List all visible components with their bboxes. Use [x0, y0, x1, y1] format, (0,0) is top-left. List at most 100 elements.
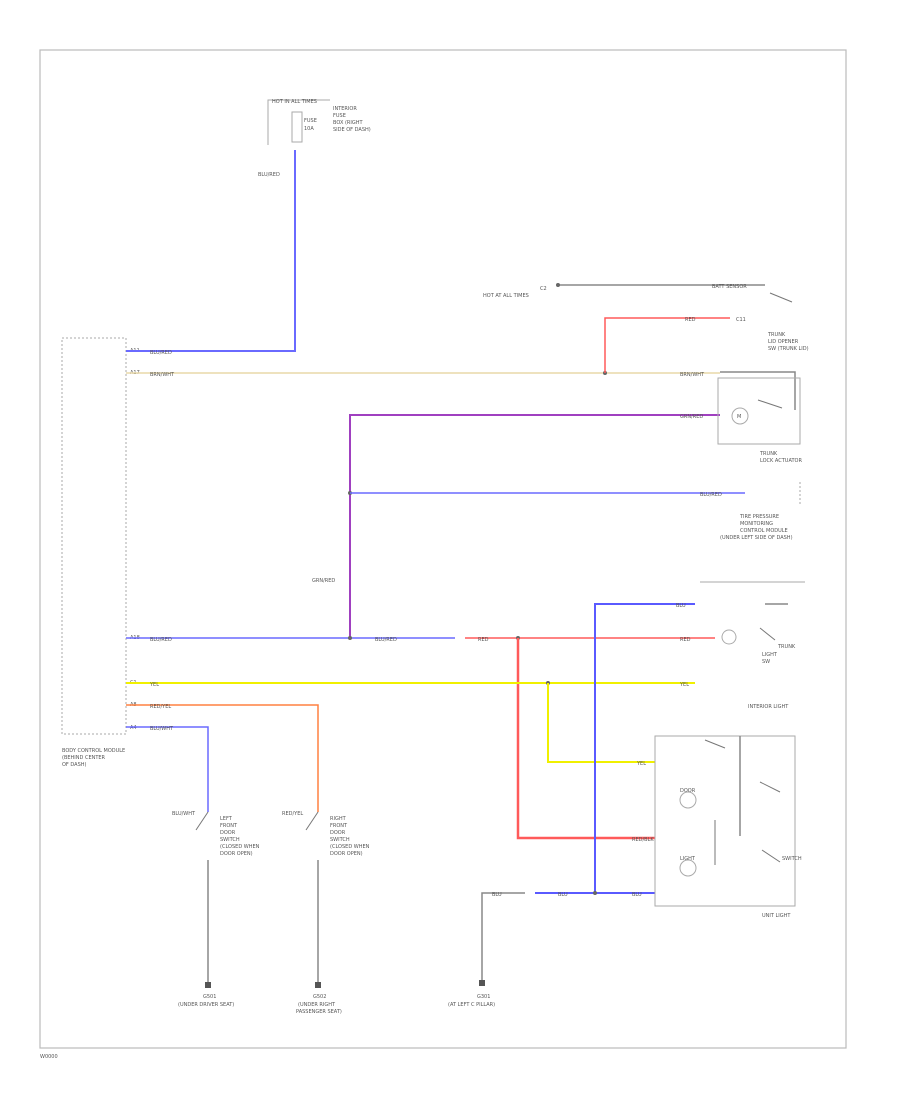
hot-feed-dot — [556, 283, 560, 287]
g301-id: G301 — [477, 994, 490, 1000]
trunk-lock-motor-icon — [731, 407, 749, 425]
wire-blu-red — [126, 150, 296, 352]
trunk-lock-actuator: M TRUNK LOCK ACTUATOR — [717, 371, 802, 464]
trunk-lock-label-1: TRUNK — [759, 451, 778, 457]
wire-blu-wht — [126, 726, 209, 812]
wire-label-blu-bottom: BLU — [558, 892, 568, 898]
sw2-desc-6: DOOR OPEN) — [330, 851, 363, 857]
g301-desc: (AT LEFT C PILLAR) — [448, 1002, 495, 1008]
batt-pin: C11 — [736, 317, 746, 323]
interior-light-switch-1 — [704, 739, 726, 749]
wire-red-down — [516, 638, 655, 840]
trunk-lock-contact — [757, 399, 783, 409]
sw2-desc-2: FRONT — [330, 823, 348, 829]
splice-blu — [593, 891, 597, 895]
sw1-contact — [195, 811, 209, 831]
fuse-desc-1: INTERIOR — [333, 106, 357, 112]
wire-label-grn-red: GRN/RED — [680, 414, 703, 420]
g501-desc: (UNDER DRIVER SEAT) — [178, 1002, 234, 1008]
trunk-lid-opener-3: SW (TRUNK LID) — [768, 346, 809, 352]
wire-blu-vertical — [594, 603, 695, 893]
trunk-light-label-3: SW — [762, 659, 770, 665]
g502-desc-2: PASSENGER SEAT) — [296, 1009, 342, 1015]
fuse-label-1: FUSE — [304, 118, 317, 124]
sw2-ground-symbol — [315, 982, 321, 988]
interior-light-unit: DOOR LIGHT SWITCH UNIT LIGHT — [654, 735, 802, 919]
tpms-label-2: MONITORING — [740, 521, 773, 527]
interior-light-label: INTERIOR LIGHT — [748, 704, 789, 710]
wire-label-red-mid-2: RED — [680, 637, 691, 643]
wire-label-blu-tpms: BLU/RED — [700, 492, 722, 498]
wire-label-yel-1: YEL — [149, 682, 159, 688]
trunk-opener-switch — [769, 292, 793, 303]
bcm-label-2: (BEHIND CENTER — [62, 755, 106, 761]
sw1-ground-symbol — [205, 982, 211, 988]
trunk-light-contact — [759, 627, 776, 641]
sw2-desc-3: DOOR — [330, 830, 346, 836]
wire-label-yel-3: YEL — [636, 761, 646, 767]
top-pin: C2 — [540, 286, 547, 292]
sw1-desc-4: SWITCH — [220, 837, 240, 843]
wire-label-red-top: RED — [685, 317, 696, 323]
sw2-desc-4: SWITCH — [330, 837, 350, 843]
fuse-desc-2: FUSE — [333, 113, 346, 119]
g301-ground-symbol — [479, 980, 485, 986]
wire-ground-g301 — [481, 892, 525, 982]
fuse-desc-4: SIDE OF DASH) — [333, 127, 371, 133]
sw2-wire-label: RED/YEL — [282, 811, 303, 817]
fuse-symbol — [291, 111, 303, 143]
wire-label-blu-mid-2: BLU/RED — [375, 637, 397, 643]
footer-code: W0000 — [40, 1054, 58, 1060]
sw2-desc-1: RIGHT — [330, 816, 347, 822]
fuse-box-outline — [267, 99, 330, 145]
left-front-door-switch: BLU/WHT LEFT FRONT DOOR SWITCH (CLOSED W… — [172, 811, 260, 1008]
lamp-label-2: LIGHT — [680, 856, 696, 862]
sw2-desc-5: (CLOSED WHEN — [330, 844, 370, 850]
g501-id: G501 — [203, 994, 216, 1000]
g502-desc-1: (UNDER RIGHT — [298, 1002, 336, 1008]
tpms-label-3: CONTROL MODULE — [740, 528, 788, 534]
bcm-pin-6: A4 — [130, 725, 137, 731]
tpms-label-4: (UNDER LEFT SIDE OF DASH) — [720, 535, 793, 541]
trunk-light-label-2: LIGHT — [762, 652, 778, 658]
g301-ground: G301 (AT LEFT C PILLAR) — [448, 980, 495, 1008]
wire-label-blk-g301: BLU — [492, 892, 502, 898]
wire-grn-red — [349, 414, 720, 638]
hot-at-all-times: HOT AT ALL TIMES — [483, 293, 529, 299]
trunk-lid-opener-1: TRUNK — [767, 332, 786, 338]
tpms-label-1: TIRE PRESSURE — [739, 514, 779, 520]
interior-light-box — [654, 735, 796, 907]
top-fuse-block: HOT IN ALL TIMES FUSE 10A INTERIOR FUSE … — [267, 99, 371, 145]
trunk-lock-label-2: LOCK ACTUATOR — [760, 458, 802, 464]
interior-light-switch-3 — [761, 849, 781, 863]
trunk-lock-motor-glyph: M — [737, 414, 741, 420]
wire-yel-down — [547, 683, 655, 763]
sw2-contact — [305, 811, 319, 831]
splice-blu-mid — [348, 636, 352, 640]
bcm-label-3: OF DASH) — [62, 762, 87, 768]
lamp-label-1: DOOR — [680, 788, 696, 794]
wire-label-brn-wht-bcm: BRN/WHT — [150, 372, 175, 378]
sw1-desc-6: DOOR OPEN) — [220, 851, 253, 857]
unit-light-label: UNIT LIGHT — [762, 913, 791, 919]
hot-feed: HOT AT ALL TIMES C2 BATT SENSOR C11 TRUN… — [483, 283, 809, 352]
wire-label-brn-wht-right: BRN/WHT — [680, 372, 705, 378]
wire-label-grn-red-vertical: GRN/RED — [312, 578, 335, 584]
trunk-light-lamp-icon — [721, 629, 737, 645]
wire-label-red-mid-1: RED — [478, 637, 489, 643]
trunk-light-label-1: TRUNK — [777, 644, 796, 650]
wire-label-blu-top: BLU — [676, 603, 686, 609]
interior-lamp-icon — [679, 791, 697, 809]
wire-red-top — [604, 317, 730, 373]
sw1-desc-3: DOOR — [220, 830, 236, 836]
g502-id: G502 — [313, 994, 326, 1000]
bcm-box — [61, 337, 127, 735]
trunk-lock-box — [717, 377, 801, 445]
sw1-desc-5: (CLOSED WHEN — [220, 844, 260, 850]
sw1-desc-1: LEFT — [220, 816, 233, 822]
door-lamp-icon — [679, 859, 697, 877]
diagram-frame — [39, 49, 847, 1049]
interior-light-switch-2 — [759, 781, 781, 793]
trunk-lid-opener-2: LID OPENER — [768, 339, 799, 345]
